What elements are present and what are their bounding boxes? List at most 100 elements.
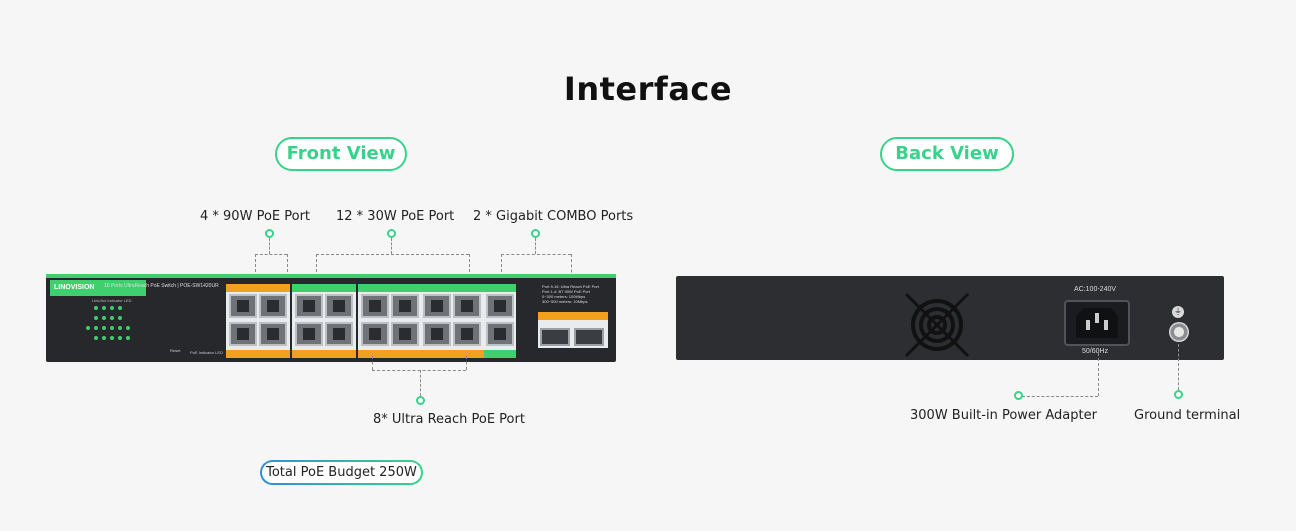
ultra-callout: 8* Ultra Reach PoE Port [373, 412, 525, 427]
poe30-bracket-right [469, 254, 470, 282]
ground-symbol-icon: ⏚ [1172, 306, 1184, 318]
rj45-port[interactable] [391, 322, 419, 346]
combo-callout: 2 * Gigabit COMBO Ports [473, 209, 634, 224]
poe90-bracket [255, 254, 287, 255]
ground-dot [1174, 390, 1183, 399]
ultra-bracket-right [466, 356, 467, 370]
poe90-dot [265, 229, 274, 238]
port-block-90w-foot [226, 350, 290, 358]
panel-note-line: 300~500 meters: 10Mbps [542, 299, 588, 304]
led [118, 306, 122, 310]
rj45-port[interactable] [486, 322, 514, 346]
led [102, 306, 106, 310]
rj45-port[interactable] [325, 322, 353, 346]
combo-bracket-left [501, 254, 502, 282]
sfp-port[interactable] [574, 328, 604, 346]
rj45-port[interactable] [259, 294, 287, 318]
reset-label: Reset [170, 348, 181, 353]
poe30-bracket [316, 254, 469, 255]
power-callout: 300W Built-in Power Adapter [910, 408, 1097, 423]
power-dot [1014, 391, 1023, 400]
panel-note-line: 0~300 meters: 100Mbps [542, 294, 586, 299]
port-block-ultra-head [358, 284, 486, 292]
sfp-port[interactable] [540, 328, 570, 346]
front-panel: LINOVISION 16 Ports UltraReach PoE Switc… [46, 274, 616, 362]
rj45-port[interactable] [486, 294, 514, 318]
port-block-ultra-foot [358, 350, 486, 358]
port-block-30w-a [292, 284, 356, 358]
led [126, 336, 130, 340]
ground-callout: Ground terminal [1134, 408, 1241, 423]
power-connector-v [1098, 348, 1099, 396]
led [102, 316, 106, 320]
poe90-callout: 4 * 90W PoE Port [200, 209, 311, 224]
rj45-port[interactable] [391, 294, 419, 318]
back-view-label: Back View [880, 137, 1014, 171]
rj45-port[interactable] [325, 294, 353, 318]
led [94, 306, 98, 310]
sfp-head [538, 312, 608, 320]
rj45-port[interactable] [361, 294, 389, 318]
ultra-dot [416, 396, 425, 405]
led [102, 326, 106, 330]
rj45-port[interactable] [295, 322, 323, 346]
port-block-combo-head [484, 284, 516, 292]
port-block-combo [484, 284, 516, 358]
led [118, 316, 122, 320]
rj45-port[interactable] [423, 322, 451, 346]
led [126, 326, 130, 330]
panel-note-line: Port 1-4: BT 90W PoE Port [542, 289, 590, 294]
ground-connector [1178, 344, 1179, 390]
panel-note-line: Port 9-16: Ultra Reach PoE Port [542, 284, 599, 289]
rj45-port[interactable] [259, 322, 287, 346]
combo-dot [531, 229, 540, 238]
back-panel: AC:100-240V 50/60Hz [676, 276, 1224, 360]
poe30-bracket-left [316, 254, 317, 282]
led [94, 316, 98, 320]
rj45-port[interactable] [295, 294, 323, 318]
port-block-combo-foot [484, 350, 516, 358]
poe90-bracket-right [287, 254, 288, 282]
power-socket[interactable] [1064, 300, 1130, 346]
power-pin [1104, 320, 1108, 330]
rj45-port[interactable] [453, 322, 481, 346]
led [110, 326, 114, 330]
poe30-connector [391, 238, 392, 254]
page-title: Interface [563, 70, 733, 108]
led [110, 336, 114, 340]
led [118, 336, 122, 340]
led [110, 316, 114, 320]
combo-bracket [501, 254, 571, 255]
power-pin [1086, 320, 1090, 330]
sfp-block [538, 312, 608, 348]
ac-voltage-label: AC:100-240V [1074, 286, 1117, 293]
panel-note: Port 9-16: Ultra Reach PoE Port Port 1-4… [542, 284, 599, 304]
led [94, 336, 98, 340]
ultra-bracket-left [372, 356, 373, 370]
led [94, 326, 98, 330]
poe-budget-label: Total PoE Budget 250W [262, 462, 421, 483]
port-block-30w-a-head [292, 284, 356, 292]
poe-led-label: PoE Indicator LED [190, 350, 223, 355]
poe30-callout: 12 * 30W PoE Port [336, 209, 455, 224]
rj45-port[interactable] [361, 322, 389, 346]
port-block-ultra [358, 284, 486, 358]
port-block-30w-a-foot [292, 350, 356, 358]
poe30-dot [387, 229, 396, 238]
rj45-port[interactable] [453, 294, 481, 318]
rj45-port[interactable] [229, 294, 257, 318]
hz-label: 50/60Hz [1082, 348, 1109, 355]
ground-screw[interactable] [1169, 322, 1189, 342]
poe90-bracket-left [255, 254, 256, 282]
model-label: 16 Ports UltraReach PoE Switch | POE-SW1… [104, 283, 219, 289]
rj45-port[interactable] [423, 294, 451, 318]
ultra-bracket [372, 370, 466, 371]
poe90-connector [269, 238, 270, 254]
top-led-strip [46, 274, 616, 278]
power-connector-h [1022, 396, 1098, 397]
ultra-connector [420, 370, 421, 396]
port-block-90w-head [226, 284, 290, 292]
led [118, 326, 122, 330]
led [86, 326, 90, 330]
rj45-port[interactable] [229, 322, 257, 346]
